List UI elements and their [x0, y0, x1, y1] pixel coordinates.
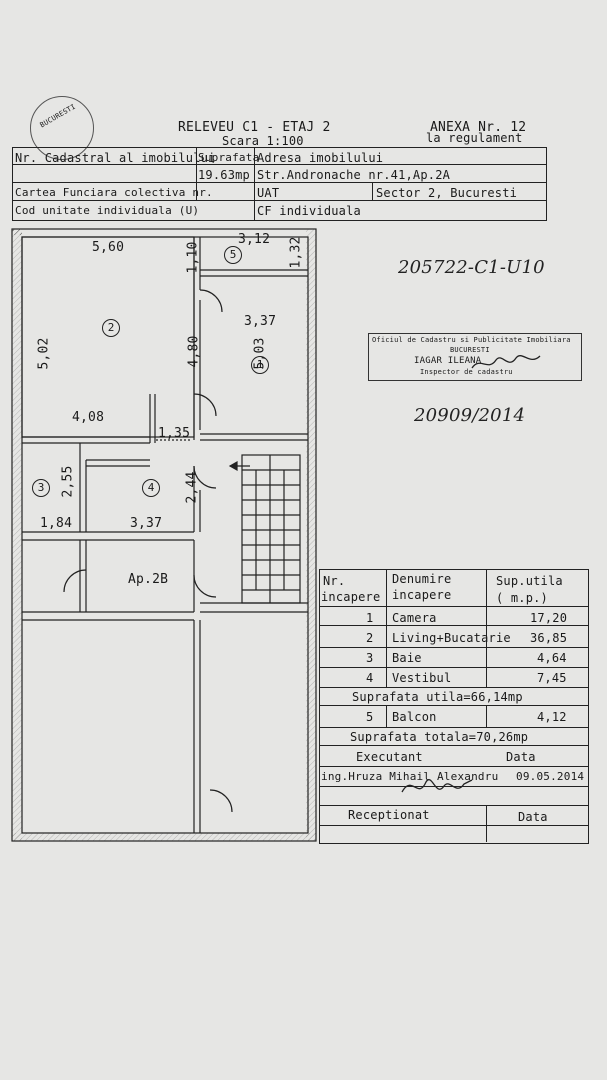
room-3-marker: 3: [32, 479, 50, 497]
cod-unitate-label: Cod unitate individuala (U): [15, 204, 200, 217]
dim-1-10: 1,10: [185, 241, 201, 274]
cf-individuala: CF individuala: [257, 204, 361, 218]
annex-subtitle: la regulament: [426, 131, 523, 145]
room-5-marker: 5: [224, 246, 242, 264]
dim-2-44: 2,44: [184, 471, 200, 504]
legend-table: [319, 569, 589, 844]
apartment-2b-label: Ap.2B: [128, 572, 169, 587]
legend-row-3-value: 4,64: [537, 651, 567, 665]
legend-row-5-value: 4,12: [537, 710, 567, 724]
uat-value: Sector 2, Bucuresti: [376, 186, 518, 200]
executant-date: 09.05.2014: [516, 770, 585, 783]
legend-row-5-nr: 5: [366, 710, 374, 724]
legend-header-denumire2: incapere: [392, 588, 452, 602]
receptionat-date-label: Data: [518, 810, 548, 824]
legend-row-1-value: 17,20: [530, 611, 568, 625]
executant-name: ing.Hruza Mihail Alexandru: [321, 770, 499, 783]
dim-1-84: 1,84: [40, 516, 73, 531]
handwritten-number: 20909/2014: [414, 405, 526, 426]
legend-row-3-nr: 3: [366, 651, 374, 665]
info-table: [12, 147, 547, 221]
room-2-marker: 2: [102, 319, 120, 337]
receptionat-label: Receptionat: [348, 808, 430, 822]
dim-1-35: 1,35: [158, 426, 191, 441]
handwritten-reference: 205722-C1-U10: [398, 257, 545, 278]
ocpi-stamp-line3: IAGAR ILEANA: [414, 356, 482, 366]
legend-row-4-name: Vestibul: [392, 671, 452, 685]
dim-5-60: 5,60: [92, 240, 125, 255]
dim-3-12: 3,12: [238, 232, 271, 247]
area-value: 19.63mp: [198, 168, 250, 182]
carte-funciara-label: Cartea Funciara colectiva nr.: [15, 186, 213, 199]
address-value: Str.Andronache nr.41,Ap.2A: [257, 168, 451, 182]
legend-row-2-value: 36,85: [530, 631, 568, 645]
legend-row-3-name: Baie: [392, 651, 422, 665]
dim-1-32: 1,32: [288, 236, 304, 269]
legend-header-sup: Sup.utila: [496, 574, 563, 588]
ocpi-stamp-line4: Inspector de cadastru: [420, 368, 513, 376]
legend-row-5-name: Balcon: [392, 710, 437, 724]
ocpi-signature: [471, 355, 541, 369]
room-1-marker: 1: [251, 356, 269, 374]
room-4-marker: 4: [142, 479, 160, 497]
legend-header-denumire: Denumire: [392, 572, 452, 586]
dim-2-55: 2,55: [60, 465, 76, 498]
legend-row-4-value: 7,45: [537, 671, 567, 685]
dim-4-80: 4,80: [186, 335, 202, 368]
legend-row-2-nr: 2: [366, 631, 374, 645]
legend-row-1-name: Camera: [392, 611, 437, 625]
dim-5-02: 5,02: [36, 337, 52, 370]
legend-header-nr: Nr.: [323, 574, 346, 588]
legend-row-2-name: Living+Bucatarie: [392, 631, 511, 645]
legend-row-4-nr: 4: [366, 671, 374, 685]
legend-header-mp: ( m.p.): [496, 591, 548, 605]
uat-label: UAT: [257, 186, 280, 200]
dim-4-08: 4,08: [72, 410, 105, 425]
legend-row-1-nr: 1: [366, 611, 374, 625]
address-label: Adresa imobilului: [257, 151, 384, 165]
ocpi-stamp-line2: BUCURESTI: [450, 346, 490, 354]
plan-title: RELEVEU C1 - ETAJ 2: [178, 120, 331, 135]
executant-signature: [401, 779, 473, 793]
dim-3-37-bottom: 3,37: [130, 516, 163, 531]
dim-3-37-top: 3,37: [244, 314, 277, 329]
cadastral-nr-label: Nr. Cadastral al imobilului: [15, 151, 216, 165]
ocpi-stamp-line1: Oficiul de Cadastru si Publicitate Imobi…: [372, 336, 571, 344]
suprafata-utila: Suprafata utila=66,14mp: [352, 690, 523, 704]
suprafata-totala: Suprafata totala=70,26mp: [350, 730, 529, 744]
round-stamp: [30, 96, 94, 160]
plan-scale: Scara 1:100: [222, 134, 304, 148]
executant-date-label: Data: [506, 750, 536, 764]
legend-header-incapere: incapere: [321, 590, 381, 604]
ocpi-stamp: [368, 333, 582, 381]
area-label: Suprafata: [198, 151, 260, 164]
annex-number: ANEXA Nr. 12: [430, 120, 527, 135]
executant-label: Executant: [356, 750, 423, 764]
